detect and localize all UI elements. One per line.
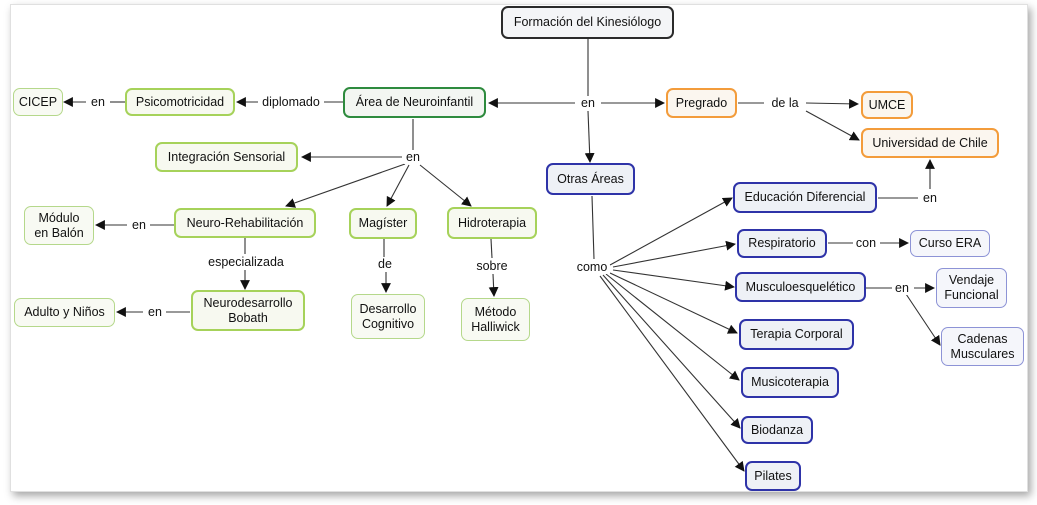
label-en-adulto: en [146,305,164,319]
link-como-respiratorio [612,240,736,268]
link-como-pilates [599,275,745,472]
node-psicomotricidad[interactable]: Psicomotricidad [125,88,235,116]
node-metodo-halliwick[interactable]: Método Halliwick [461,298,530,341]
node-respiratorio[interactable]: Respiratorio [737,229,827,258]
link-en-neurorehab [285,163,406,208]
label-en-psico: en [89,95,107,109]
node-formacion-kinesiologo[interactable]: Formación del Kinesiólogo [501,6,674,39]
link-como-musculo [612,269,735,291]
node-biodanza[interactable]: Biodanza [741,416,813,444]
link-dela-uchile [805,110,860,141]
label-de-la: de la [769,96,801,110]
node-educacion-diferencial[interactable]: Educación Diferencial [733,182,877,213]
node-cicep[interactable]: CICEP [13,88,63,116]
node-vendaje-funcional[interactable]: Vendaje Funcional [936,268,1007,308]
node-pilates[interactable]: Pilates [745,461,801,491]
link-como-musicoterapia [605,273,740,381]
label-en-neuro: en [404,150,422,164]
node-area-neuroinfantil[interactable]: Área de Neuroinfantil [343,87,486,118]
node-neuro-rehabilitacion[interactable]: Neuro-Rehabilitación [174,208,316,238]
node-desarrollo-cognitivo[interactable]: Desarrollo Cognitivo [351,294,425,339]
node-umce[interactable]: UMCE [861,91,913,119]
node-neurodesarrollo-bobath[interactable]: Neurodesarrollo Bobath [191,290,305,331]
label-con: con [853,236,879,250]
link-en-magister [386,164,410,207]
label-en-musculo: en [893,281,911,295]
node-terapia-corporal[interactable]: Terapia Corporal [739,319,854,350]
node-integracion-sensorial[interactable]: Integración Sensorial [155,142,298,172]
link-como-biodanza [602,274,741,429]
label-de: de [376,257,394,271]
label-en-edu: en [921,191,939,205]
link-dela-umce [805,98,859,109]
node-adulto-y-ninos[interactable]: Adulto y Niños [14,298,115,327]
link-en-cadenas [905,293,941,346]
node-modulo-en-balon[interactable]: Módulo en Balón [24,206,94,245]
link-otras-como [591,195,595,260]
node-musculoesqueletico[interactable]: Musculoesquelético [735,272,866,302]
label-como: como [574,260,610,274]
node-magister[interactable]: Magíster [349,208,417,239]
link-hidro-sobre [490,238,493,259]
link-en-otras [584,110,595,163]
link-como-terapia [609,272,738,334]
label-diplomado: diplomado [260,95,322,109]
node-cadenas-musculares[interactable]: Cadenas Musculares [941,327,1024,366]
link-en-hidroterapia [419,164,472,207]
node-musicoterapia[interactable]: Musicoterapia [741,367,839,398]
label-en-top: en [579,96,597,110]
node-curso-era[interactable]: Curso ERA [910,230,990,257]
label-en-modulo: en [130,218,148,232]
link-sobre-halliwick [488,273,499,297]
node-otras-areas[interactable]: Otras Áreas [546,163,635,195]
node-pregrado[interactable]: Pregrado [666,88,737,118]
label-sobre: sobre [474,259,510,273]
node-universidad-de-chile[interactable]: Universidad de Chile [861,128,999,158]
node-hidroterapia[interactable]: Hidroterapia [447,207,537,239]
link-como-educacion [609,197,733,266]
label-especializada: especializada [206,255,286,269]
